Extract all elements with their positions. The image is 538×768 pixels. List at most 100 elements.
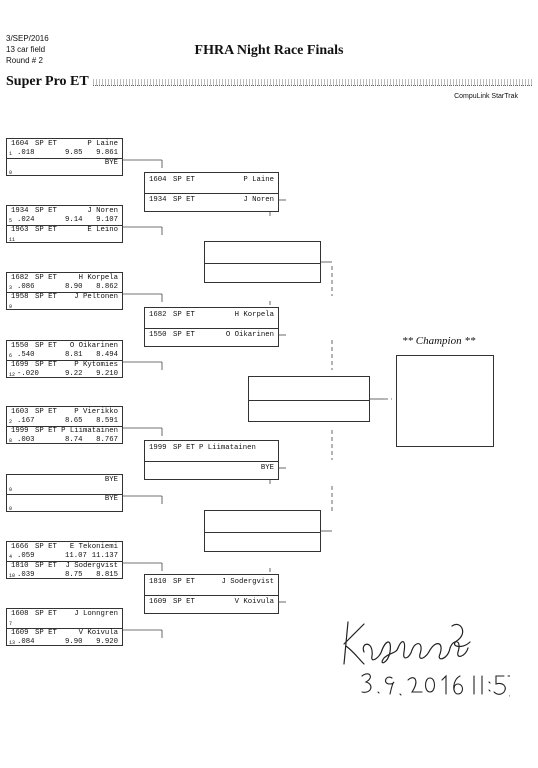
dial-in: 11.07 <box>65 552 87 560</box>
car-number: 1550 <box>11 342 29 350</box>
car-number: 1604 <box>149 176 167 184</box>
lane-number: 0 <box>9 487 13 493</box>
racer-slot: 1963 E Leino 11 SP ET <box>7 225 122 244</box>
elapsed-time: 9.210 <box>96 370 118 378</box>
lane-number: 3 <box>9 285 13 291</box>
reaction-time: .018 <box>17 149 35 157</box>
car-number: 1682 <box>149 311 167 319</box>
car-number: 1609 <box>149 598 167 606</box>
class-code: SP ET <box>35 610 57 618</box>
lane-number: 0 <box>9 506 13 512</box>
driver-name: BYE <box>104 476 118 484</box>
class-code: SP ET <box>35 342 57 350</box>
page-title: FHRA Night Race Finals <box>194 43 344 58</box>
car-field-count: 13 car field <box>6 45 46 54</box>
driver-name: P Laine <box>87 140 118 148</box>
driver-name: BYE <box>104 159 118 167</box>
elapsed-time: 9.861 <box>96 149 118 157</box>
car-number: 1604 <box>11 140 29 148</box>
driver-name: P Laine <box>243 176 274 184</box>
champion-label: ** Champion ** <box>402 335 476 347</box>
car-number: 1666 <box>11 543 29 551</box>
driver-name: P Vierikko <box>74 408 118 416</box>
dial-in: 9.22 <box>65 370 83 378</box>
driver-name: J Peltonen <box>74 293 118 301</box>
sponsor-label: CompuLink StarTrak <box>454 93 518 100</box>
lane-number: 8 <box>9 438 13 444</box>
driver-name: P Kytomies <box>74 361 118 369</box>
final-match-box <box>248 376 370 422</box>
racer-slot <box>249 377 369 401</box>
lane-number: 11 <box>9 237 16 243</box>
class-code: SP ET <box>35 427 57 435</box>
class-code: SP ET <box>173 196 195 204</box>
driver-name: H Korpela <box>234 311 274 319</box>
driver-name: J Sodergvist <box>221 578 274 586</box>
driver-name: H Korpela <box>78 274 118 282</box>
elapsed-time: 8.591 <box>96 417 118 425</box>
elapsed-time: 8.767 <box>96 436 118 444</box>
car-number: 1934 <box>11 207 29 215</box>
class-code: SP ET <box>35 361 57 369</box>
car-number: 1810 <box>11 562 29 570</box>
lane-number: 2 <box>9 419 13 425</box>
reaction-time: .003 <box>17 436 35 444</box>
racer-slot: 1934 SP ET J Noren <box>145 193 278 213</box>
class-code: SP ET <box>35 543 57 551</box>
driver-name: V Koivula <box>78 629 118 637</box>
driver-name: J Sodergvist <box>65 562 118 570</box>
lane-number: 5 <box>9 218 13 224</box>
round3-match-box <box>204 241 321 283</box>
car-number: 1682 <box>11 274 29 282</box>
class-code: SP ET <box>35 226 57 234</box>
class-code: SP ET <box>35 293 57 301</box>
racer-slot: 1604 SP ET P Laine <box>145 173 278 194</box>
driver-name: J Noren <box>243 196 274 204</box>
class-code: SP ET <box>173 176 195 184</box>
class-code: SP ET <box>173 598 195 606</box>
dial-in: 8.90 <box>65 283 83 291</box>
car-number: 1999 <box>149 444 167 452</box>
car-number: 1963 <box>11 226 29 234</box>
class-code: SP ET <box>173 331 195 339</box>
car-number: 1603 <box>11 408 29 416</box>
lane-number: 7 <box>9 621 13 627</box>
elapsed-time: 8.815 <box>96 571 118 579</box>
reaction-time: .086 <box>17 283 35 291</box>
elapsed-time: 9.920 <box>96 638 118 646</box>
class-code: SP ET <box>35 207 57 215</box>
car-number: 1934 <box>149 196 167 204</box>
car-number: 1608 <box>11 610 29 618</box>
racer-slot <box>205 511 320 533</box>
reaction-time: .084 <box>17 638 35 646</box>
dial-in: 8.75 <box>65 571 83 579</box>
lane-number: 12 <box>9 372 16 378</box>
elapsed-time: 11.137 <box>91 552 118 560</box>
elapsed-time: 9.107 <box>96 216 118 224</box>
reaction-time: .059 <box>17 552 35 560</box>
dial-in: 8.74 <box>65 436 83 444</box>
dial-in: 9.14 <box>65 216 83 224</box>
driver-name: BYE <box>104 495 118 503</box>
class-code: SP ET <box>173 311 195 319</box>
car-number: 1550 <box>149 331 167 339</box>
class-divider <box>92 78 532 86</box>
driver-name: E Leino <box>87 226 118 234</box>
